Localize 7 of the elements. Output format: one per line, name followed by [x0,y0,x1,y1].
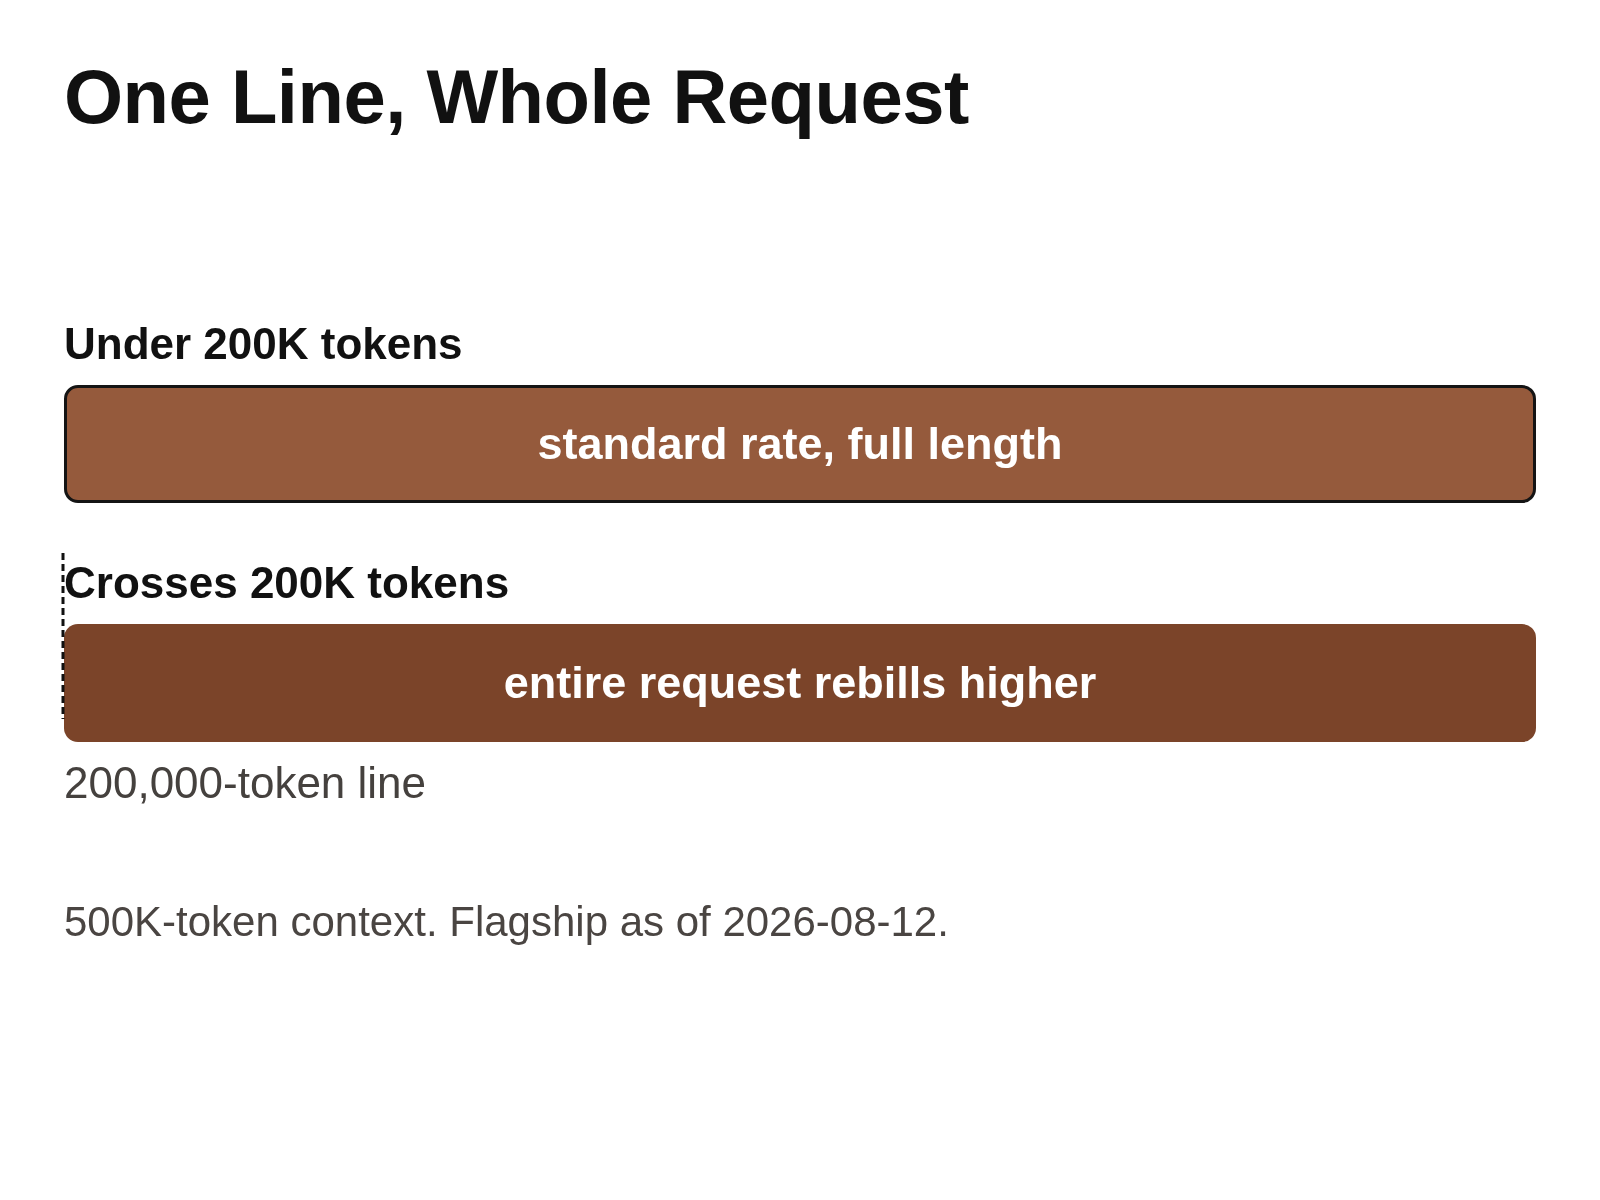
caption-note: 500K-token context. Flagship as of 2026-08-12. [64,897,950,947]
tier-heading: Crosses 200K tokens [64,557,510,609]
tier-description: entire request rebills higher [503,656,1097,710]
tier-description: standard rate, full length [537,417,1063,471]
diagram-title: One Line, Whole Request [64,55,969,139]
tier-heading: Under 200K tokens [64,318,463,370]
threshold-label: 200,000-token line [64,757,427,809]
